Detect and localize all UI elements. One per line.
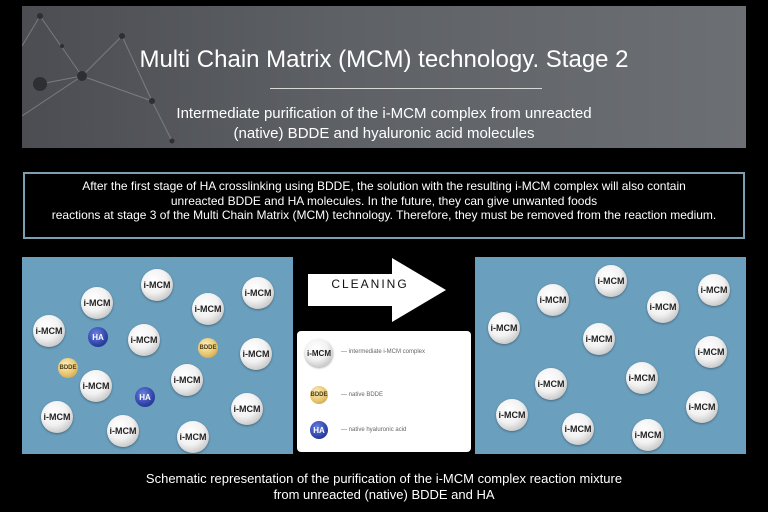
figure-caption: Schematic representation of the purifica… [0, 471, 768, 503]
info-line-3: reactions at stage 3 of the Multi Chain … [51, 208, 717, 222]
legend-mcm-icon: i-MCM [305, 339, 333, 367]
mcm-molecule: i-MCM [626, 362, 658, 394]
mcm-molecule: i-MCM [537, 284, 569, 316]
mcm-molecule: i-MCM [171, 364, 203, 396]
cleaning-arrow [308, 258, 446, 322]
mcm-molecule: i-MCM [686, 391, 718, 423]
mcm-molecule: i-MCM [231, 393, 263, 425]
ha-molecule: HA [135, 387, 155, 407]
subtitle-line-1: Intermediate purification of the i-MCM c… [176, 105, 592, 122]
mcm-molecule: i-MCM [647, 291, 679, 323]
subtitle-line-2: (native) BDDE and hyaluronic acid molecu… [233, 125, 535, 142]
arrow-label: CLEANING [331, 277, 409, 291]
legend-mcm-text: — intermediate i-MCM complex [341, 349, 426, 355]
legend-bdde-text: — native BDDE [341, 392, 384, 398]
mcm-molecule: i-MCM [41, 401, 73, 433]
mcm-molecule: i-MCM [141, 269, 173, 301]
legend-bdde-icon: BDDE [310, 386, 328, 404]
mcm-molecule: i-MCM [496, 399, 528, 431]
mcm-molecule: i-MCM [107, 415, 139, 447]
legend-ha-text: — native hyaluronic acid [341, 427, 407, 433]
mcm-molecule: i-MCM [535, 368, 567, 400]
mcm-molecule: i-MCM [80, 370, 112, 402]
mcm-molecule: i-MCM [33, 315, 65, 347]
legend-ha-icon: HA [310, 421, 328, 439]
bdde-molecule: BDDE [198, 338, 218, 358]
mcm-molecule: i-MCM [698, 274, 730, 306]
caption-line-2: from unreacted (native) BDDE and HA [273, 487, 495, 502]
after-cleaning-panel: i-MCM i-MCM i-MCM i-MCM i-MCM i-MCM i-MC… [475, 257, 746, 454]
mcm-molecule: i-MCM [177, 421, 209, 453]
mcm-molecule: i-MCM [192, 293, 224, 325]
mcm-molecule: i-MCM [583, 323, 615, 355]
mcm-molecule: i-MCM [595, 265, 627, 297]
legend-box: i-MCM — intermediate i-MCM complex BDDE … [297, 331, 471, 452]
ha-molecule: HA [88, 327, 108, 347]
page-title: Multi Chain Matrix (MCM) technology. Sta… [139, 46, 629, 73]
mcm-molecule: i-MCM [81, 287, 113, 319]
header-banner: Multi Chain Matrix (MCM) technology. Sta… [22, 6, 746, 148]
mcm-molecule: i-MCM [488, 312, 520, 344]
before-cleaning-panel: i-MCM i-MCM i-MCM i-MCM i-MCM HA i-MCM B… [22, 257, 293, 454]
network-decoration [22, 13, 175, 144]
bdde-molecule: BDDE [58, 358, 78, 378]
title-divider [270, 88, 542, 89]
caption-line-1: Schematic representation of the purifica… [145, 471, 623, 486]
info-box: After the first stage of HA crosslinking… [23, 172, 745, 239]
page-subtitle: Intermediate purification of the i-MCM c… [122, 104, 646, 144]
mcm-molecule: i-MCM [632, 419, 664, 451]
mcm-molecule: i-MCM [562, 413, 594, 445]
mcm-molecule: i-MCM [240, 338, 272, 370]
info-line-1: After the first stage of HA crosslinking… [82, 179, 686, 193]
mcm-molecule: i-MCM [242, 277, 274, 309]
mcm-molecule: i-MCM [695, 336, 727, 368]
mcm-molecule: i-MCM [128, 324, 160, 356]
info-line-2: unreacted BDDE and HA molecules. In the … [170, 193, 598, 208]
